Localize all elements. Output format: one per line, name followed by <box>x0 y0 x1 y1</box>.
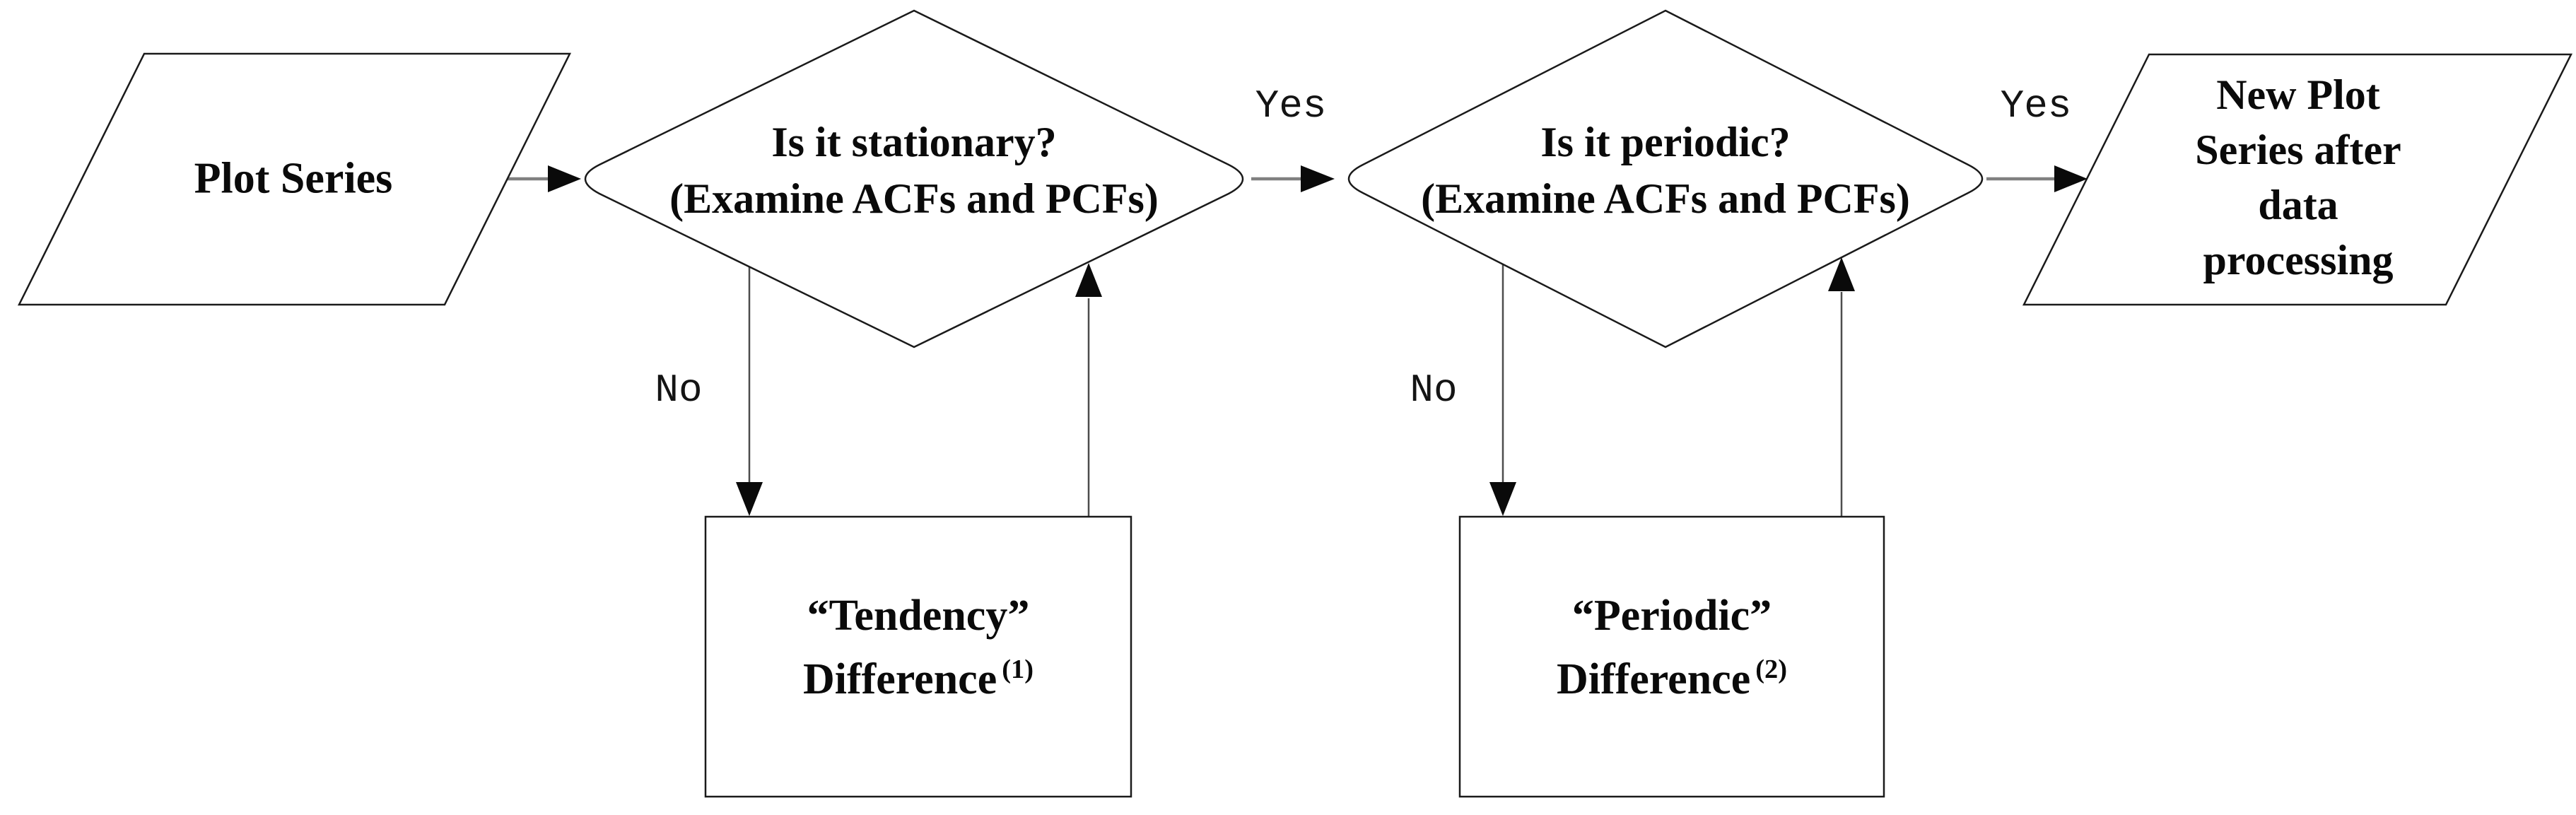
new-plot-series-parallelogram <box>2022 53 2573 306</box>
node-line: Is it periodic? <box>1540 119 1791 165</box>
node-line: Difference(2) <box>1557 647 1787 711</box>
periodic-difference-rectangle <box>1458 515 1885 798</box>
node-line: “Tendency” <box>807 592 1030 640</box>
node-line: data <box>2258 182 2338 228</box>
stationary-yes-label: Yes <box>1255 83 1327 129</box>
plot-series-parallelogram <box>17 52 572 306</box>
arrowhead-into-stationary <box>548 165 581 192</box>
footnote-superscript: (2) <box>1755 655 1788 685</box>
tendency-difference-rectangle <box>704 515 1132 798</box>
node-line-text: Difference <box>1556 655 1751 703</box>
node-line: “Periodic” <box>1571 592 1772 640</box>
arrowhead-into-newplot <box>2054 165 2088 192</box>
node-line: Plot Series <box>194 154 393 203</box>
stationary-decision-node: Is it stationary? (Examine ACFs and PCFs… <box>669 114 1159 227</box>
node-line: Difference(1) <box>803 647 1034 711</box>
tendency-difference-node: “Tendency” Difference(1) <box>803 584 1034 711</box>
node-line: processing <box>2203 237 2394 283</box>
periodic-decision-diamond <box>1347 9 1984 348</box>
stationary-no-label: No <box>655 368 703 413</box>
periodic-decision-node: Is it periodic? (Examine ACFs and PCFs) <box>1421 114 1910 227</box>
arrowhead-into-periodicdiff <box>1489 482 1516 516</box>
node-line: Is it stationary? <box>771 119 1057 165</box>
node-line: Series after <box>2195 127 2401 173</box>
node-line: (Examine ACFs and PCFs) <box>669 175 1159 222</box>
periodic-no-label: No <box>1410 368 1458 413</box>
new-plot-series-node: New Plot Series after data processing <box>2195 67 2401 288</box>
footnote-superscript: (1) <box>1002 655 1034 685</box>
periodic-difference-node: “Periodic” Difference(2) <box>1557 584 1787 711</box>
arrowhead-return-to-periodic <box>1828 257 1855 291</box>
periodic-yes-label: Yes <box>2000 83 2072 129</box>
arrowhead-into-periodic <box>1301 165 1335 192</box>
plot-series-node: Plot Series <box>194 154 393 204</box>
arrowhead-return-to-stationary <box>1075 263 1102 297</box>
node-line-text: Difference <box>802 655 997 703</box>
stationary-decision-diamond <box>584 9 1244 348</box>
arrowhead-into-tendency <box>736 482 763 516</box>
node-line: (Examine ACFs and PCFs) <box>1421 175 1910 222</box>
node-line: New Plot <box>2216 71 2380 118</box>
